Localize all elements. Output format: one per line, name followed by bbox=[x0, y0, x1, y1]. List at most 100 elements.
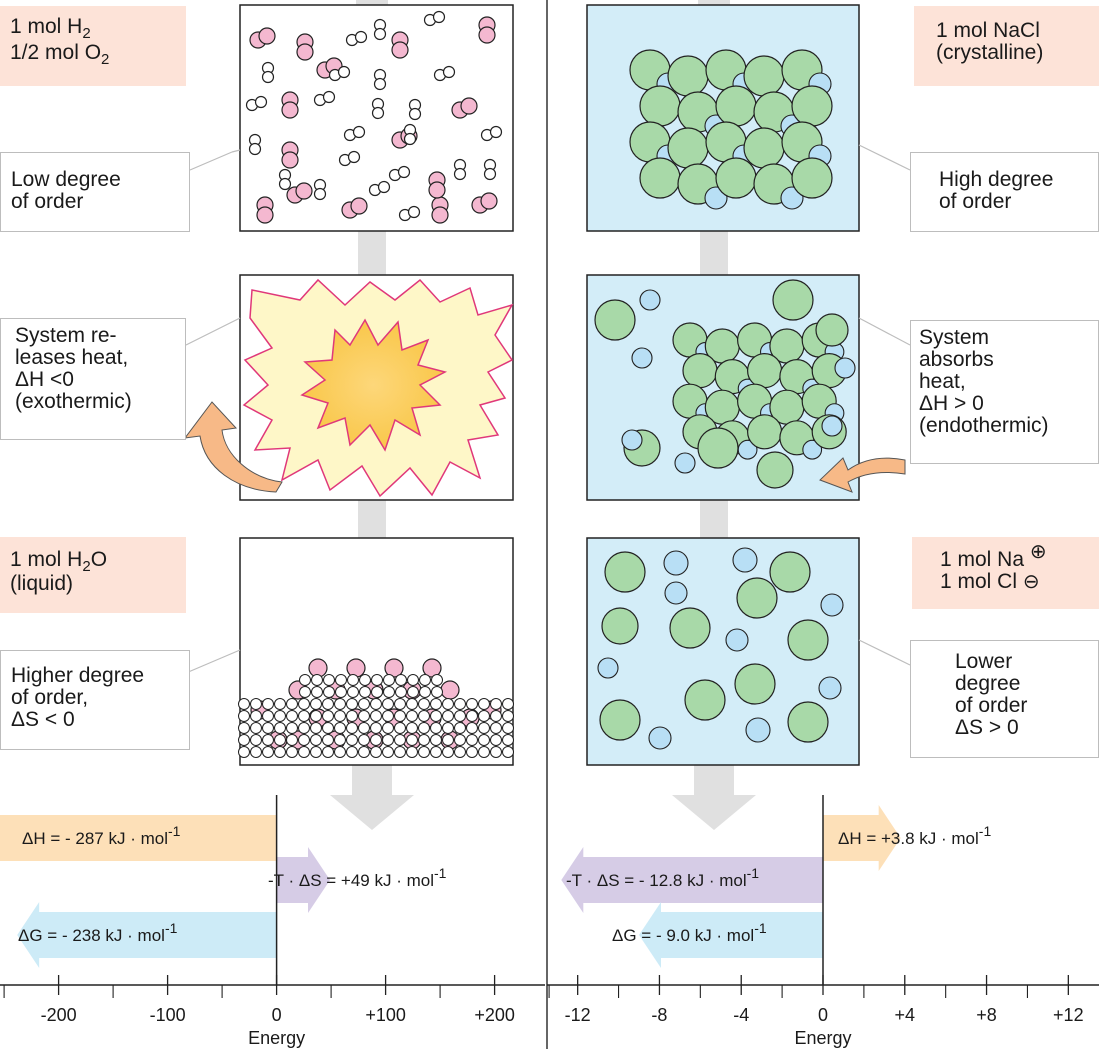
callout-line: of order bbox=[939, 190, 1012, 213]
na-ion bbox=[732, 547, 758, 573]
callout-line: ΔS > 0 bbox=[955, 716, 1019, 739]
na-amount: 1 mol Na bbox=[940, 548, 1025, 571]
axis-title: Energy bbox=[794, 1028, 851, 1048]
hydrogen-atom bbox=[430, 722, 442, 734]
hydrogen-atom bbox=[346, 734, 358, 746]
h2-molecule bbox=[478, 16, 496, 44]
h2-molecule bbox=[281, 91, 299, 119]
gas-molecules bbox=[245, 10, 503, 224]
cl-ion bbox=[697, 427, 739, 469]
o2-molecule bbox=[368, 180, 391, 197]
o2-molecule bbox=[403, 123, 417, 146]
negative-charge-icon: ⊖ bbox=[1022, 571, 1040, 593]
na-ion bbox=[663, 550, 689, 576]
o2-molecule bbox=[345, 30, 368, 47]
hydrogen-atom bbox=[454, 722, 466, 734]
phase-label: (liquid) bbox=[10, 572, 74, 595]
cl-ion bbox=[639, 157, 681, 199]
h2o-subscript: 2 bbox=[82, 558, 91, 575]
o2-molecule bbox=[408, 98, 422, 121]
na-ion bbox=[725, 628, 749, 652]
callout-line: Higher degree bbox=[11, 664, 145, 687]
hydrogen-atom bbox=[238, 698, 250, 710]
callout-line: Low degree bbox=[11, 168, 121, 191]
hydrogen-atom bbox=[346, 722, 358, 734]
o2-molecule bbox=[483, 158, 497, 181]
hydrogen-atom bbox=[382, 710, 394, 722]
o2-molecule bbox=[313, 90, 336, 107]
hydrogen-atom bbox=[250, 722, 262, 734]
hydrogen-atom bbox=[502, 722, 514, 734]
cl-ion bbox=[769, 551, 811, 593]
cl-ion bbox=[791, 157, 833, 199]
cl-ion bbox=[715, 157, 757, 199]
hydrogen-atom bbox=[394, 734, 406, 746]
cl-ion bbox=[815, 313, 849, 347]
hydrogen-atom bbox=[418, 746, 430, 758]
hydrogen-atom bbox=[466, 710, 478, 722]
callout-line: (endothermic) bbox=[919, 414, 1049, 437]
axis-tick-label: -4 bbox=[733, 1005, 749, 1025]
o2-molecule bbox=[433, 65, 456, 82]
hydrogen-atom bbox=[430, 698, 442, 710]
unit-exponent: -1 bbox=[754, 920, 767, 936]
na-ion bbox=[818, 676, 842, 700]
callout-line: leases heat, bbox=[15, 346, 129, 369]
na-ion bbox=[834, 357, 856, 379]
endothermic-callout: System absorbs heat, ΔH > 0 (endothermic… bbox=[910, 320, 1099, 464]
hydrogen-atom bbox=[454, 698, 466, 710]
o2-molecule bbox=[248, 133, 262, 156]
delta-h-arrow bbox=[823, 805, 901, 871]
unit-exponent: -1 bbox=[434, 865, 447, 881]
callout-line: ΔH <0 bbox=[15, 368, 74, 391]
cl-ion bbox=[746, 414, 783, 450]
hydrogen-atom bbox=[262, 734, 274, 746]
hydrogen-atom bbox=[322, 710, 334, 722]
hydrogen-atom bbox=[322, 722, 334, 734]
ions-quantity-label: 1 mol Na ⊕ 1 mol Cl ⊖ bbox=[912, 537, 1099, 609]
cl-ion bbox=[787, 701, 829, 743]
entropy-term-arrow bbox=[276, 847, 331, 913]
hydrogen-atom bbox=[310, 734, 322, 746]
hydrogen-atom bbox=[250, 698, 262, 710]
h2-subscript: 2 bbox=[82, 25, 91, 42]
left-energy-arrows: ΔH = - 287 kJ · mol-1-T · ΔS = +49 kJ · … bbox=[0, 795, 447, 985]
hydrogen-atom bbox=[442, 734, 454, 746]
axis-tick-label: +100 bbox=[365, 1005, 406, 1025]
na-ion bbox=[820, 593, 844, 617]
hydrogen-atom bbox=[490, 734, 502, 746]
cl-ion bbox=[734, 663, 776, 705]
hydrogen-atom bbox=[286, 746, 298, 758]
hydrogen-atom bbox=[335, 686, 347, 698]
hydrogen-atom bbox=[298, 710, 310, 722]
o2-amount: 1/2 mol O bbox=[10, 41, 102, 64]
hydrogen-atom bbox=[286, 734, 298, 746]
hydrogen-atom bbox=[418, 710, 430, 722]
hydrogen-atom bbox=[454, 710, 466, 722]
hydrogen-atom bbox=[490, 746, 502, 758]
water-molecules bbox=[238, 658, 514, 758]
callout-line: heat, bbox=[919, 370, 966, 393]
hydrogen-atom bbox=[298, 734, 310, 746]
h2-molecule bbox=[451, 97, 478, 119]
callout-line: System re- bbox=[15, 324, 117, 347]
hydrogen-atom bbox=[298, 698, 310, 710]
na-ion bbox=[631, 347, 653, 369]
o2-molecule bbox=[373, 18, 387, 41]
hydrogen-atom bbox=[311, 686, 323, 698]
hydrogen-atom bbox=[382, 722, 394, 734]
cl-ion bbox=[736, 577, 778, 619]
hydrogen-atom bbox=[370, 698, 382, 710]
axis-tick-label: -8 bbox=[651, 1005, 667, 1025]
exothermic-callout: System re- leases heat, ΔH <0 (exothermi… bbox=[0, 318, 186, 440]
hydrogen-atom bbox=[478, 722, 490, 734]
hydrogen-atom bbox=[406, 734, 418, 746]
cl-ion bbox=[684, 679, 726, 721]
hydrogen-atom bbox=[359, 674, 371, 686]
hydrogen-atom bbox=[334, 746, 346, 758]
hydrogen-atom bbox=[322, 734, 334, 746]
nacl-amount: 1 mol NaCl bbox=[936, 19, 1040, 42]
hydrogen-atom bbox=[250, 734, 262, 746]
